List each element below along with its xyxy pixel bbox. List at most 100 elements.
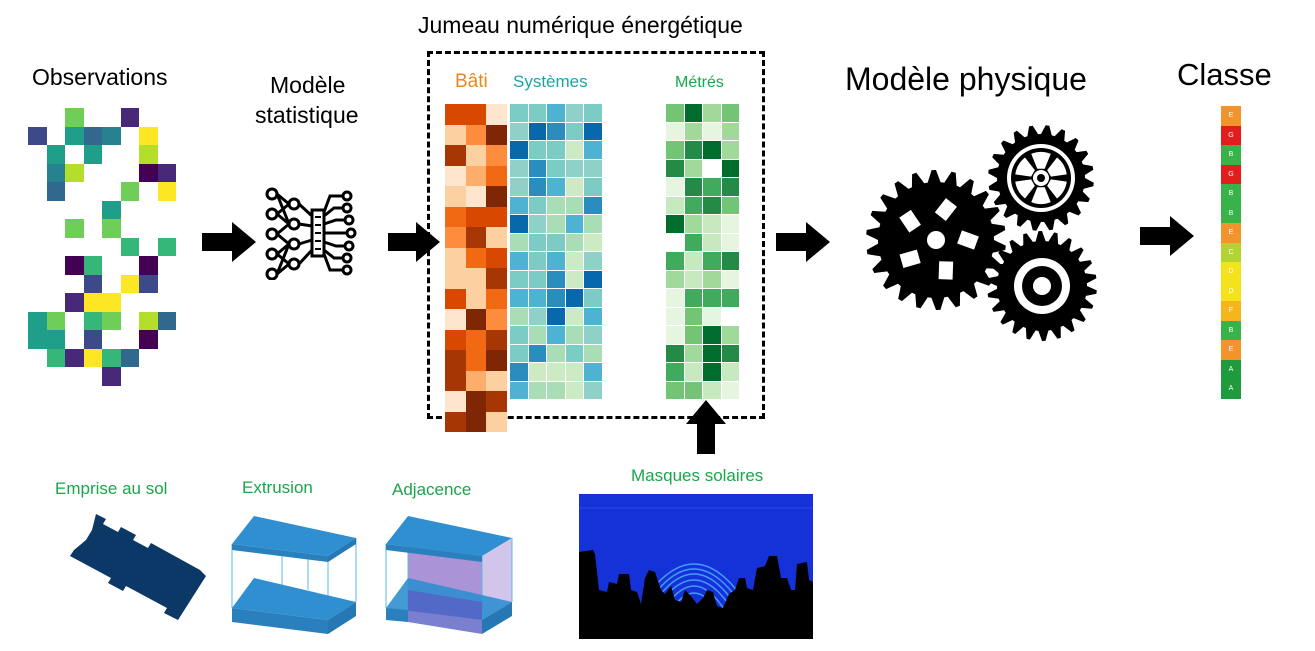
- class-cell: B: [1221, 203, 1241, 223]
- grid-cell: [721, 196, 739, 214]
- grid-cell: [486, 145, 507, 166]
- grid-cell: [102, 219, 121, 238]
- systemes-label: Systèmes: [513, 72, 588, 91]
- grid-cell: [486, 165, 507, 186]
- grid-cell: [445, 104, 466, 125]
- grid-cell: [721, 270, 739, 288]
- grid-cell: [584, 159, 602, 177]
- grid-cell: [565, 196, 583, 214]
- grid-cell: [721, 104, 739, 122]
- grid-cell: [510, 233, 528, 251]
- grid-cell: [139, 330, 158, 349]
- grid-cell: [46, 182, 65, 201]
- grid-cell: [445, 329, 466, 350]
- neural-network-icon: [265, 187, 357, 280]
- grid-cell: [46, 163, 65, 182]
- gear-part: [1047, 179, 1067, 199]
- gear-part: [1015, 157, 1035, 177]
- grid-cell: [666, 104, 684, 122]
- arrow-right-icon: [1140, 216, 1194, 256]
- grid-cell: [46, 330, 65, 349]
- grid-cell: [46, 311, 65, 330]
- modele-statistique-line2: statistique: [255, 102, 359, 128]
- grid-cell: [528, 196, 546, 214]
- gear-part: [934, 198, 957, 221]
- grid-cell: [703, 196, 721, 214]
- grid-cell: [528, 363, 546, 381]
- grid-cell: [139, 145, 158, 164]
- grid-cell: [465, 391, 486, 412]
- grid-cell: [684, 270, 702, 288]
- grid-cell: [510, 307, 528, 325]
- grid-cell: [584, 307, 602, 325]
- grid-cell: [445, 206, 466, 227]
- grid-cell: [703, 381, 721, 399]
- grid-cell: [83, 274, 102, 293]
- gear-part: [1031, 152, 1051, 169]
- grid-cell: [684, 289, 702, 307]
- grid-cell: [65, 163, 84, 182]
- grid-cell: [721, 326, 739, 344]
- grid-cell: [445, 186, 466, 207]
- class-cell: F: [1221, 301, 1241, 321]
- grid-cell: [584, 381, 602, 399]
- emprise-label: Emprise au sol: [55, 479, 168, 498]
- grid-cell: [528, 141, 546, 159]
- grid-cell: [486, 350, 507, 371]
- grid-cell: [102, 126, 121, 145]
- grid-cell: [584, 141, 602, 159]
- grid-cell: [46, 145, 65, 164]
- grid-cell: [721, 344, 739, 362]
- grid-cell: [528, 178, 546, 196]
- grid-cell: [510, 270, 528, 288]
- grid-cell: [465, 309, 486, 330]
- grid-cell: [684, 196, 702, 214]
- grid-cell: [684, 344, 702, 362]
- grid-cell: [510, 363, 528, 381]
- grid-cell: [684, 141, 702, 159]
- grid-cell: [139, 311, 158, 330]
- grid-cell: [666, 326, 684, 344]
- grid-cell: [139, 274, 158, 293]
- grid-cell: [465, 288, 486, 309]
- grid-cell: [28, 126, 47, 145]
- grid-cell: [486, 104, 507, 125]
- grid-cell: [510, 215, 528, 233]
- gear-part: [938, 261, 954, 280]
- systemes-grid: [510, 104, 603, 400]
- grid-cell: [721, 159, 739, 177]
- grid-cell: [565, 270, 583, 288]
- grid-cell: [565, 178, 583, 196]
- grid-cell: [721, 363, 739, 381]
- grid-cell: [547, 270, 565, 288]
- jumeau-frame: [427, 51, 765, 419]
- grid-cell: [666, 252, 684, 270]
- class-cell: E: [1221, 223, 1241, 243]
- class-cell: A: [1221, 359, 1241, 379]
- grid-cell: [486, 247, 507, 268]
- grid-cell: [102, 200, 121, 219]
- grid-cell: [528, 215, 546, 233]
- grid-cell: [547, 196, 565, 214]
- grid-cell: [102, 311, 121, 330]
- bati-label: Bâti: [455, 71, 488, 92]
- grid-cell: [510, 122, 528, 140]
- grid-cell: [547, 104, 565, 122]
- grid-cell: [684, 159, 702, 177]
- grid-cell: [721, 289, 739, 307]
- metres-label: Métrés: [675, 74, 724, 91]
- grid-cell: [565, 326, 583, 344]
- gear-part: [957, 230, 979, 250]
- grid-cell: [565, 289, 583, 307]
- grid-cell: [703, 233, 721, 251]
- grid-cell: [703, 363, 721, 381]
- grid-cell: [465, 350, 486, 371]
- grid-cell: [703, 178, 721, 196]
- grid-cell: [83, 256, 102, 275]
- grid-cell: [703, 344, 721, 362]
- grid-cell: [547, 289, 565, 307]
- grid-cell: [83, 311, 102, 330]
- grid-cell: [120, 237, 139, 256]
- grid-cell: [139, 256, 158, 275]
- grid-cell: [684, 215, 702, 233]
